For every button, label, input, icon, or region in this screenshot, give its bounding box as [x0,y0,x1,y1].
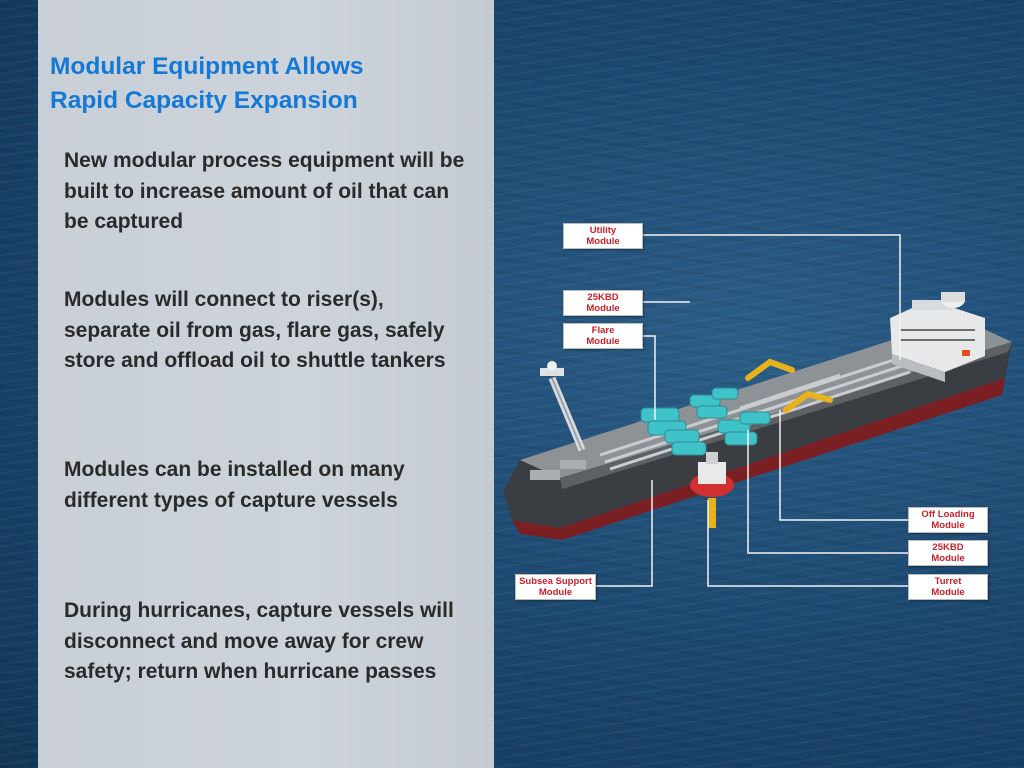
callout-turret-module: Turret Module [908,574,988,600]
bow-equipment [530,460,586,480]
callout-leader-lines [596,234,908,587]
flare-tower [540,361,586,452]
callout-flare-module: Flare Module [563,323,643,349]
callout-subsea-support-module: Subsea Support Module [515,574,596,600]
callout-utility-module: Utility Module [563,223,643,249]
callout-25kbd-module-bottom: 25KBD Module [908,540,988,566]
bullet-4: During hurricanes, capture vessels will … [64,599,454,683]
turret-buoy [690,452,734,528]
deck-cranes [745,358,833,413]
callout-25kbd-module-top: 25KBD Module [563,290,643,316]
bullet-3: Modules can be installed on many differe… [64,458,405,512]
bullet-1: New modular process equipment will be bu… [64,149,465,233]
slide-title: Modular Equipment Allows Rapid Capacity … [50,53,364,114]
process-modules [640,387,771,456]
ship-superstructure [890,292,985,382]
callout-offloading-module: Off Loading Module [908,507,988,533]
text-panel [38,0,494,768]
bullet-2: Modules will connect to riser(s), separa… [64,288,446,372]
